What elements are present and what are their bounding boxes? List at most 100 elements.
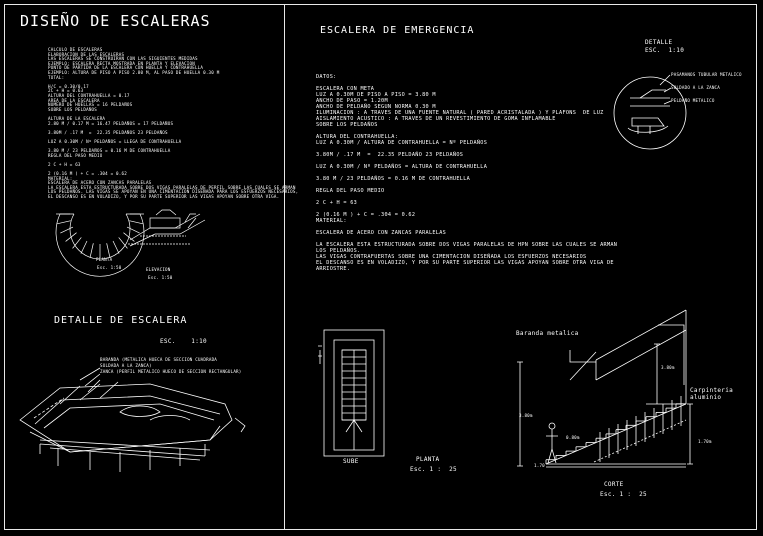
right-data-line: ESCALERA DE ACERO CON ZANCAS PARALELAS <box>316 230 447 236</box>
sheet-divider <box>284 4 285 530</box>
dim-person: 1.70 <box>534 463 545 468</box>
spiral-step-line <box>57 220 71 225</box>
right-callout-1: PASAMANOS TUBULAR METALICO <box>671 72 742 77</box>
left-calc-line: LAS ESCALERAS SE CONSTRUIRAN CON LAS SIG… <box>48 56 198 62</box>
left-calc-line: LOS PELDAÑOS. LAS VIGAS SE APOYAN EN UNA… <box>48 189 299 195</box>
left-calc-line: 2 (0.16 M ) + C = .304 = 0.62 <box>48 171 127 177</box>
right-data-line: ANCHO DE PELDAÑO SEGUN NORMA 0.30 M <box>316 104 436 110</box>
section-title: Baranda metalica <box>516 330 579 337</box>
dim-top: 3.80m <box>661 365 675 370</box>
sube-label: SUBE <box>343 458 359 465</box>
spiral-stair-plan <box>55 213 145 277</box>
spiral-step-line <box>89 243 94 257</box>
left-calc-line: 2 C + H = 63 <box>48 161 81 167</box>
right-data-line: LOS PELDAÑOS. <box>316 248 361 254</box>
left-calc-line: 2.80 M / 0.17 M = 16.47 PELDAÑOS = 17 PE… <box>48 120 174 126</box>
left-calc-line: EJEMPLO: ESCALERA RECTA MOSTRADA EN PLAN… <box>48 60 195 66</box>
emergency-stair-plan <box>318 329 385 457</box>
right-data-line: SOBRE LOS PELDAÑOS <box>316 122 378 128</box>
left-calc-line: PUNTO DE PARTIDA DE LA ESCALERA CON HUEL… <box>48 65 204 71</box>
right-data-line: MATERIAL: <box>316 218 347 224</box>
right-plan-label: PLANTA <box>416 456 440 463</box>
right-data-line: 2 (0.16 M ) + C = .304 = 0.62 <box>316 212 416 218</box>
left-calc-line: MATERIAL: <box>48 175 73 181</box>
spiral-step-line <box>60 226 74 234</box>
left-calc-line: AREA DE LA ESCALERA <box>48 97 100 103</box>
section-scale: Esc. 1 : 25 <box>600 491 647 498</box>
left-calc-line: TOTAL: <box>48 74 65 80</box>
left-calc-line: ELABORACION DE LAS ESCALERAS <box>48 51 125 57</box>
spiral-step-line <box>126 226 140 234</box>
left-calc-line: 3.80 M / 23 PELDAÑOS = 0.16 M DE CONTRAH… <box>48 148 171 154</box>
spiral-step-line <box>123 232 135 242</box>
dim-right: 1.70m <box>698 439 712 444</box>
right-data-line: DATOS: <box>316 74 337 80</box>
right-data-line: AISLAMIENTO ACUSTICO : A TRAVES DE UN RE… <box>316 116 556 122</box>
right-data-line: LA ESCALERA ESTA ESTRUCTURADA SOBRE DOS … <box>316 242 618 248</box>
right-data-line: ALTURA DEL CONTRAHUELLA: <box>316 134 399 140</box>
spiral-step-line <box>80 240 88 254</box>
left-title: DISEÑO DE ESCALERAS <box>20 12 211 30</box>
stair-elevation <box>128 209 206 247</box>
left-calc-line: REGLA DEL PASO MEDIO <box>48 152 103 158</box>
left-calc-line: EJEMPLO: ALTURA DE PISO A PISO 2.80 M, A… <box>48 69 220 75</box>
section-label: CORTE <box>604 481 624 488</box>
right-data-line: 2 C + H = 63 <box>316 200 358 206</box>
left-calc-line: SOBRE LOS PELDAÑOS <box>48 106 97 112</box>
spiral-step-line <box>106 243 111 257</box>
left-callout-3: ZANCA (PERFIL METALICO HUECO DE SECCION … <box>100 369 242 374</box>
left-calc-line: 3.80M / .17 M = 22.35 PELDAÑOS 23 PELDAÑ… <box>48 129 168 135</box>
right-callout-2: SOLDADO A LA ZANCA <box>671 85 720 90</box>
right-data-line: 3.80 M / 23 PELDAÑOS = 0.16 M DE CONTRAH… <box>316 176 471 182</box>
spiral-step-line <box>65 232 77 242</box>
spiral-step-line <box>118 237 128 249</box>
spiral-step-line <box>129 220 143 225</box>
right-data-line: EL DESCANSO ES EN VOLADIZO, Y POR SU PAR… <box>316 260 614 266</box>
emergency-stair-section <box>517 309 693 468</box>
left-calc-line: LA ESCALERA ESTA ESTRUCTURADA SOBRE DOS … <box>48 184 296 190</box>
spiral-step-line <box>72 237 82 249</box>
stair-3d-detail <box>19 367 246 472</box>
carpentry-label: Carpinteria aluminio <box>690 387 734 401</box>
left-callout-2: SOLDADA A LA ZANCA) <box>100 363 152 368</box>
handrail-circle-detail <box>613 74 687 150</box>
right-data-line: LUZ A 0.30M / ALTURA DE CONTRAHUELLA = N… <box>316 140 488 146</box>
left-calc-line: EL DESCANSO ES EN VOLADIZO, Y POR SU PAR… <box>48 194 280 199</box>
left-calc-line: ESCALERA DE ACERO CON ZANCAS PARALELAS <box>48 180 152 186</box>
left-plan-scale: Esc. 1:50 <box>97 265 122 270</box>
right-data-line: LUZ A 0.30M DE PISO A PISO = 3.80 M <box>316 92 436 98</box>
left-callout-1: BARANDA (METALICA HUECA DE SECCION CUADR… <box>100 357 218 362</box>
drawing-frame <box>4 4 757 530</box>
left-detail-scale: ESC. 1:10 <box>160 338 207 345</box>
left-calc-line: 2C + H = 0.63 <box>48 88 84 94</box>
right-data-line: ARRIOSTRE. <box>316 266 351 272</box>
right-data-line: REGLA DEL PASO MEDIO <box>316 188 385 194</box>
right-plan-scale: Esc. 1 : 25 <box>410 466 457 473</box>
left-detail-title: DETALLE DE ESCALERA <box>54 315 188 326</box>
left-calc-line: H/C = 0.30/0.17 <box>48 83 89 89</box>
right-data-line: 3.80M / .17 M = 22.35 PELDAÑO 23 PELDAÑO… <box>316 152 464 158</box>
right-title: ESCALERA DE EMERGENCIA <box>320 25 475 36</box>
left-elev-label: ELEVACION <box>146 267 171 272</box>
right-data-line: ANCHO DE PASO = 1.20M <box>316 98 388 104</box>
right-data-line: LAS VIGAS CONTRAFUERTAS SOBRE UNA CIMENT… <box>316 254 587 260</box>
left-calc-line: ALTURA DEL CONTRAHUELLA = 0.17 <box>48 92 130 98</box>
left-elev-scale: Esc. 1:50 <box>148 275 173 280</box>
right-detail-scale: ESC. 1:10 <box>645 47 685 54</box>
right-callout-3: PELDAÑO METALICO <box>671 98 715 103</box>
dim-rail: 0.80m <box>566 435 580 440</box>
left-calc-line: CALCULO DE ESCALERAS <box>48 47 103 52</box>
left-calc-line: ALTURA DE LA ESCALERA <box>48 115 106 121</box>
left-calc-line: NUMERO DE HUELLAS = 16 PELDAÑOS <box>48 102 133 108</box>
right-data-line: ESCALERA CON META <box>316 86 375 92</box>
right-data-line: LUZ A 0.30M / Nº PELDAÑOS = ALTURA DE CO… <box>316 164 488 170</box>
left-calc-line: LUZ A 0.30M / Nº PELDAÑOS = LLEGA DE CON… <box>48 138 182 144</box>
dim-left: 3.80m <box>519 413 533 418</box>
left-plan-label: PLANTA <box>96 257 113 262</box>
spiral-step-line <box>112 240 120 254</box>
right-detail-title: DETALLE <box>645 39 673 46</box>
right-data-line: ILUMINACION : A TRAVES DE UNA FUENTE NAT… <box>316 110 604 116</box>
